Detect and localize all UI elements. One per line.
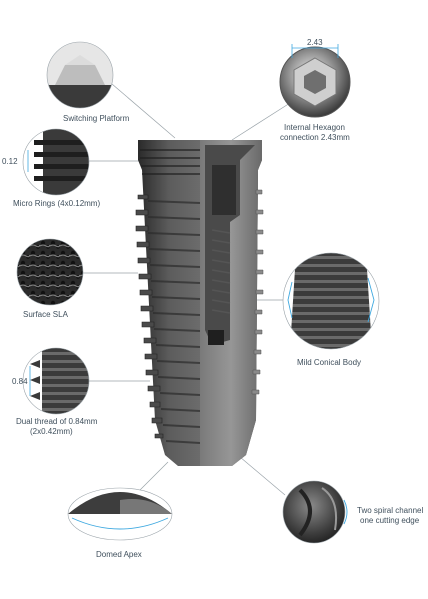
spiral-channel-zoom-icon	[282, 480, 348, 544]
label-internal-hexagon-1: Internal Hexagon	[284, 123, 345, 132]
thread-zoom-icon	[22, 347, 90, 415]
label-micro-rings: Micro Rings (4x0.12mm)	[13, 199, 101, 208]
label-mild-conical-body: Mild Conical Body	[297, 358, 362, 367]
hex-width-dimension: 2.43	[307, 38, 323, 47]
platform-zoom-icon	[46, 41, 114, 109]
hexagon-zoom-icon	[279, 44, 351, 118]
rings-zoom-icon	[22, 128, 90, 196]
label-domed-apex: Domed Apex	[96, 550, 142, 559]
thread-pitch-dimension: 0.84	[12, 377, 28, 386]
conical-body-zoom-icon	[282, 252, 380, 350]
micro-ring-dimension: 0.12	[2, 157, 18, 166]
label-spiral-1: Two spiral channel	[357, 506, 424, 515]
implant-body	[135, 140, 264, 466]
label-dual-thread-2: (2x0.42mm)	[30, 427, 73, 436]
label-surface-sla: Surface SLA	[23, 310, 68, 319]
leader-lines	[82, 83, 291, 496]
sla-texture-icon	[16, 238, 84, 306]
label-internal-hexagon-2: connection 2.43mm	[280, 133, 350, 142]
label-spiral-2: one cutting edge	[360, 516, 420, 525]
label-switching-platform: Switching Platform	[63, 114, 130, 123]
label-dual-thread-1: Dual thread of 0.84mm	[16, 417, 98, 426]
apex-zoom-icon	[67, 487, 173, 541]
